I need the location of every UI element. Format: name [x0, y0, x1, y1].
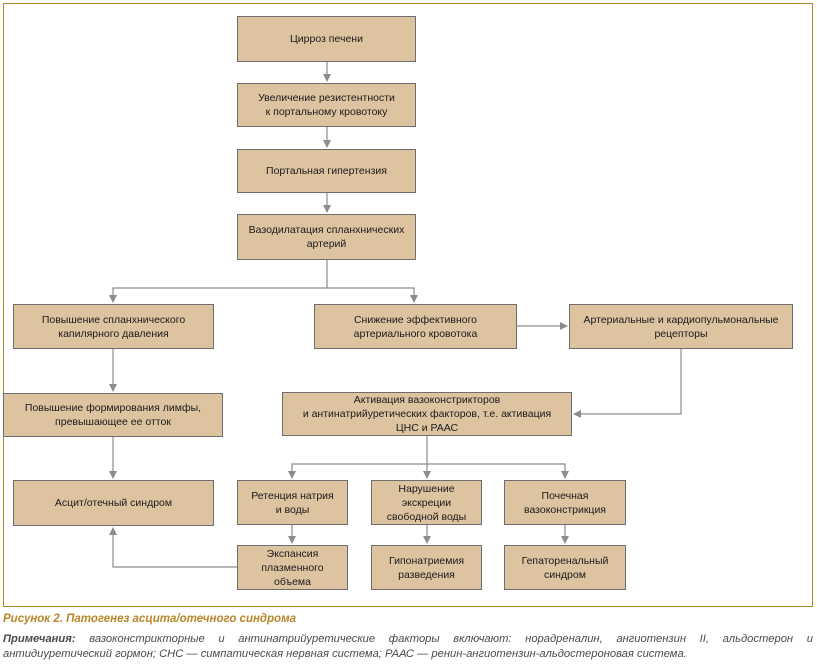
box-vasoconstrictor-activation: Активация вазоконстрикторов и антинатрий…	[282, 392, 572, 436]
arrow-vasodilation-effective	[327, 287, 418, 303]
arrow-vasodilation-split	[109, 260, 328, 303]
notes-label: Примечания:	[3, 633, 76, 645]
box-hepatorenal-syndrome: Гепаторенальный синдром	[504, 545, 626, 590]
arrow-receptors-activation	[573, 349, 682, 418]
box-free-water-excretion: Нарушение экскреции свободной воды	[371, 480, 482, 525]
figure-notes: Примечания: вазоконстрикторные и антинат…	[3, 632, 813, 662]
box-dilutional-hyponatremia: Гипонатриемия разведения	[371, 545, 482, 590]
box-cirrhosis: Цирроз печени	[237, 16, 416, 62]
box-sodium-retention: Ретенция натрия и воды	[237, 480, 348, 525]
box-lymph-formation: Повышение формирования лимфы, превышающе…	[3, 393, 223, 437]
box-effective-arterial-volume: Снижение эффективного артериального кров…	[314, 304, 517, 349]
box-plasma-expansion: Экспансия плазменного объема	[237, 545, 348, 590]
box-ascites: Асцит/отечный синдром	[13, 480, 214, 526]
box-portal-resistance: Увеличение резистентности к портальному …	[237, 83, 416, 127]
box-renal-vasoconstriction: Почечная вазоконстрикция	[504, 480, 626, 525]
figure-caption: Рисунок 2. Патогенез асцита/отечного син…	[3, 613, 296, 625]
arrow-activation-split	[288, 436, 428, 479]
notes-text: вазоконстрикторные и антинатрийуретическ…	[3, 633, 813, 660]
box-splanchnic-vasodilation: Вазодилатация спланхнических артерий	[237, 214, 416, 260]
arrow-activation-renal	[427, 463, 569, 479]
box-portal-hypertension: Портальная гипертензия	[237, 149, 416, 193]
box-capillary-pressure: Повышение спланхнического капилярного да…	[13, 304, 214, 349]
arrow-plasma-ascites	[109, 527, 237, 568]
box-receptors: Артериальные и кардиопульмональные рецеп…	[569, 304, 793, 349]
